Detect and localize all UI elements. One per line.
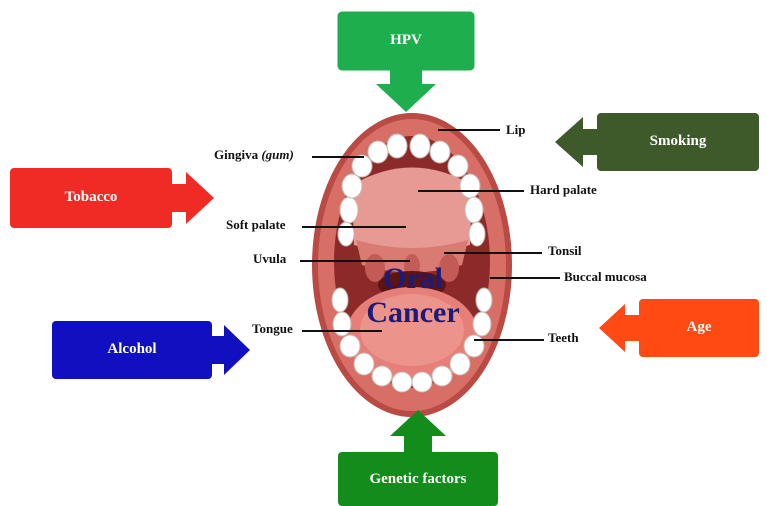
factor-smoking: Smoking — [553, 113, 759, 171]
down-arrow-icon — [338, 12, 474, 114]
center-title-line2: Cancer — [352, 296, 474, 330]
label-soft-palate: Soft palate — [226, 217, 286, 233]
up-arrow-icon — [338, 410, 498, 506]
leader-lip — [438, 129, 500, 131]
leader-teeth — [474, 339, 544, 341]
factor-age: Age — [597, 299, 759, 357]
factor-hpv-label: HPV — [338, 32, 474, 49]
label-lip: Lip — [506, 122, 526, 138]
label-tonsil: Tonsil — [548, 243, 582, 259]
leader-soft-palate — [302, 226, 406, 228]
factor-alcohol: Alcohol — [52, 321, 252, 379]
center-title-line1: Oral — [352, 262, 474, 296]
factor-alcohol-label: Alcohol — [52, 341, 212, 358]
factor-genetic: Genetic factors — [338, 410, 498, 506]
factor-tobacco-label: Tobacco — [10, 189, 172, 206]
label-tongue: Tongue — [252, 321, 293, 337]
hard-palate — [352, 168, 472, 254]
leader-tongue — [302, 330, 382, 332]
leader-buccal-mucosa — [490, 277, 560, 279]
label-gingiva-text: Gingiva — [214, 147, 258, 162]
leader-tonsil — [444, 252, 542, 254]
label-gingiva-alt: (gum) — [261, 147, 294, 162]
factor-genetic-label: Genetic factors — [338, 471, 498, 488]
leader-gingiva — [312, 156, 364, 158]
label-hard-palate: Hard palate — [530, 182, 597, 198]
factor-tobacco: Tobacco — [10, 168, 216, 228]
label-teeth: Teeth — [548, 330, 579, 346]
label-buccal-mucosa: Buccal mucosa — [564, 269, 647, 285]
factor-age-label: Age — [639, 319, 759, 336]
label-gingiva: Gingiva (gum) — [214, 147, 294, 163]
leader-hard-palate — [418, 190, 524, 192]
factor-hpv: HPV — [338, 12, 474, 114]
leader-uvula — [300, 260, 410, 262]
factor-smoking-label: Smoking — [597, 133, 759, 150]
label-uvula: Uvula — [253, 251, 286, 267]
center-title: Oral Cancer — [352, 262, 474, 330]
